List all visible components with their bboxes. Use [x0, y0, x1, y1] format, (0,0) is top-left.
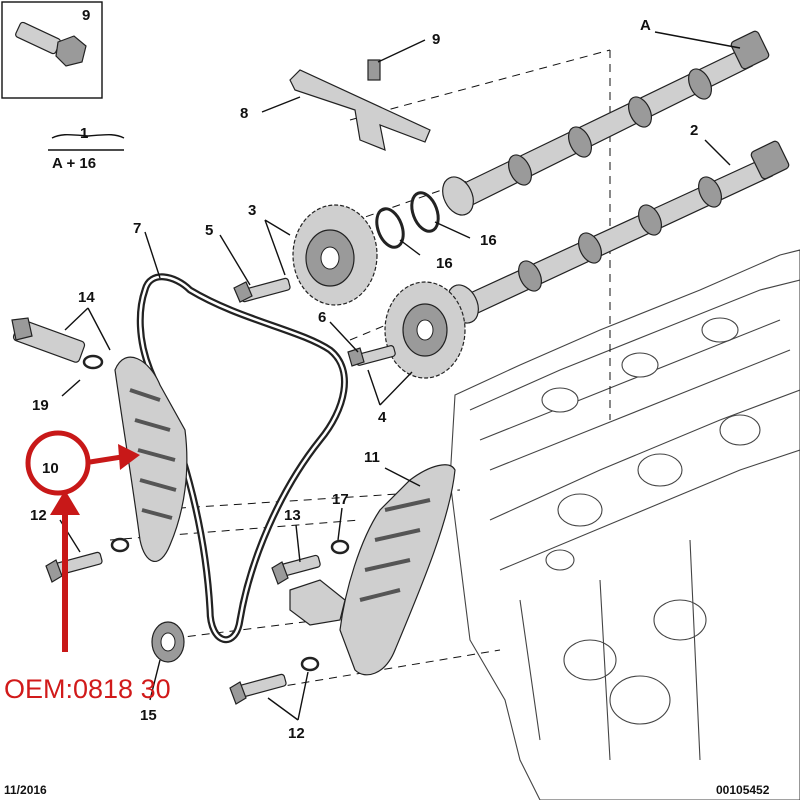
label-15: 15: [140, 707, 157, 724]
label-12-right: 12: [288, 725, 305, 742]
label-6: 6: [318, 309, 326, 326]
oem-annotation: OEM:0818 30: [4, 430, 171, 704]
label-10: 10: [42, 460, 59, 477]
arrow-up-icon: [50, 490, 80, 515]
label-2: 2: [690, 122, 698, 139]
label-7: 7: [133, 220, 141, 237]
bolt-13: [271, 539, 350, 585]
footer-date: 11/2016: [4, 783, 47, 797]
o-rings-16: [375, 191, 440, 249]
label-19: 19: [32, 397, 49, 414]
bolt-5: [233, 277, 291, 303]
camshaft-2: [447, 140, 790, 324]
sprocket-4: [384, 281, 466, 379]
camshaft-A: [442, 30, 770, 216]
leader-lines: [48, 31, 741, 721]
label-8: 8: [240, 105, 248, 122]
highlight-circle: [25, 430, 91, 496]
label-12-left: 12: [30, 507, 47, 524]
arrow-right-icon: [118, 444, 140, 470]
crank-sprocket-15: [151, 621, 185, 663]
label-1: 1: [80, 125, 88, 142]
part-labels: 9 1 A + 16 A 2 3 4 5 6 7 8 9 10 11 12 12…: [30, 7, 698, 742]
inset-box: [1, 1, 103, 99]
label-14: 14: [78, 289, 95, 306]
label-17: 17: [332, 491, 349, 508]
oem-text: OEM:0818 30: [4, 674, 171, 704]
bolt-12-left: [45, 537, 130, 583]
engine-block: [449, 249, 800, 800]
upper-guide-8: [289, 69, 431, 151]
bolt-6: [347, 345, 396, 367]
label-A: A: [640, 17, 651, 34]
label-13: 13: [284, 507, 301, 524]
inset-bolt-icon: [15, 21, 87, 67]
label-16-b: 16: [436, 255, 453, 272]
bolt-9: [367, 59, 381, 81]
label-inset-9: 9: [82, 7, 90, 24]
footer-ref: 00105452: [716, 783, 770, 797]
sprocket-3: [292, 204, 378, 306]
bolt-12-right: [229, 656, 320, 705]
tensioner-14: [11, 317, 104, 370]
label-16-a: 16: [480, 232, 497, 249]
label-1-sub: A + 16: [52, 155, 96, 172]
fixed-guide-11: [289, 464, 456, 676]
footer: 11/2016 00105452: [4, 783, 770, 797]
label-5: 5: [205, 222, 213, 239]
label-11: 11: [364, 449, 380, 466]
label-4: 4: [378, 409, 387, 426]
label-9: 9: [432, 31, 440, 48]
label-3: 3: [248, 202, 256, 219]
